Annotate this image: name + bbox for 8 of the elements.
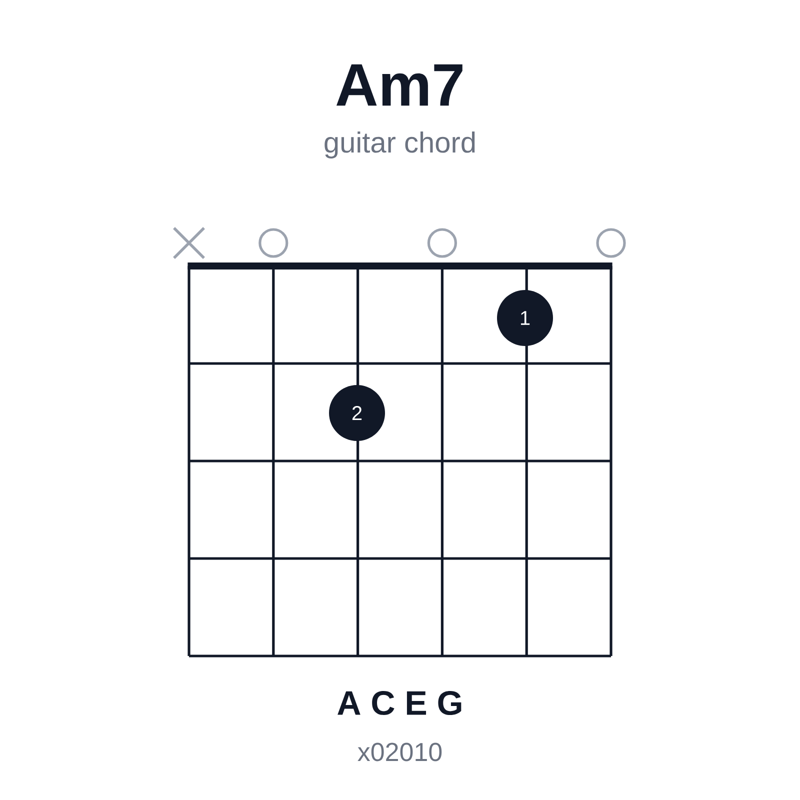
chord-type: guitar chord <box>324 131 475 159</box>
chord-notes: A C E G <box>338 690 462 716</box>
chord-name: Am7 <box>336 64 462 106</box>
open-string-marker <box>596 228 626 258</box>
muted-string-marker <box>172 226 206 260</box>
fingering-code: x02010 <box>358 742 442 762</box>
open-string-marker <box>427 228 457 258</box>
open-string-marker <box>258 228 288 258</box>
